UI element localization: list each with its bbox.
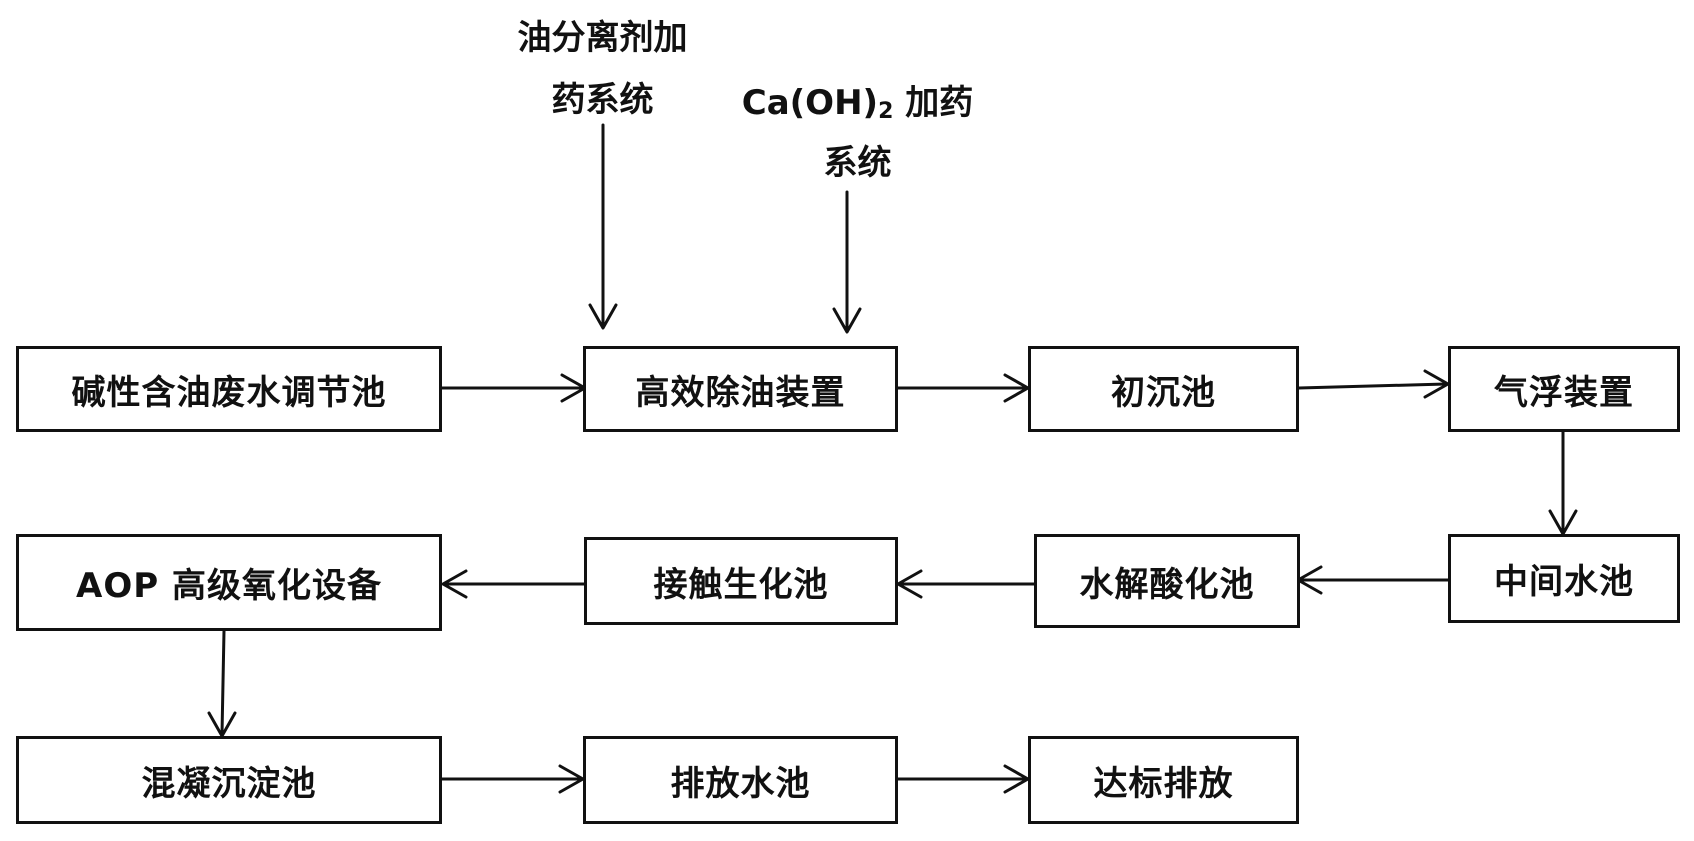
oil-separator-dosing-line2: 药系统 <box>551 80 654 120</box>
oil-separator-dosing-label-line2: 药系统 <box>490 72 715 121</box>
node-hydrolysis-acidification-tank: 水解酸化池 <box>1034 534 1300 628</box>
arrow-hydrolysis-to-contact-biochemical <box>896 569 1036 599</box>
node-contact-biochemical-tank: 接触生化池 <box>584 537 898 625</box>
arrow-intermediate-to-hydrolysis <box>1296 565 1450 595</box>
oil-separator-dosing-label: 油分离剂加 <box>490 10 715 59</box>
caoh2-dosing-label: Ca(OH)2 加药 <box>740 75 975 124</box>
node-coagulation-sedimentation-tank: 混凝沉淀池 <box>16 736 442 824</box>
caoh2-subscript: 2 <box>878 99 894 124</box>
caoh2-dosing-suffix: 加药 <box>893 83 974 123</box>
node-air-flotation-device: 气浮装置 <box>1448 346 1680 432</box>
node-air-flotation-device-label: 气浮装置 <box>1494 372 1634 413</box>
caoh2-dosing-label-line2: 系统 <box>740 135 975 184</box>
arrow-coagulation-to-discharge-tank <box>440 764 585 794</box>
node-coagulation-sedimentation-tank-label: 混凝沉淀池 <box>141 763 317 804</box>
arrow-caoh2-to-oil-removal <box>832 190 862 334</box>
node-compliant-discharge-label: 达标排放 <box>1093 763 1234 804</box>
node-hydrolysis-acidification-tank-label: 水解酸化池 <box>1079 564 1255 605</box>
node-primary-settling-tank-label: 初沉池 <box>1111 372 1216 413</box>
oil-separator-dosing-line1: 油分离剂加 <box>517 18 688 58</box>
arrow-contact-biochemical-to-aop <box>441 569 586 599</box>
node-aop-equipment-label: AOP 高级氧化设备 <box>76 566 382 606</box>
caoh2-formula: Ca(OH) <box>741 83 879 123</box>
node-equalization-tank: 碱性含油废水调节池 <box>16 346 442 432</box>
arrow-aop-to-coagulation <box>207 629 237 738</box>
node-intermediate-tank: 中间水池 <box>1448 534 1680 623</box>
arrow-oil-separator-to-oil-removal <box>588 123 618 330</box>
node-primary-settling-tank: 初沉池 <box>1028 346 1299 432</box>
arrow-primary-settling-to-air-flotation <box>1297 369 1450 399</box>
node-discharge-tank: 排放水池 <box>583 736 898 824</box>
arrow-equalization-to-oil-removal <box>440 373 587 403</box>
node-oil-removal-device-label: 高效除油装置 <box>635 372 846 413</box>
node-oil-removal-device: 高效除油装置 <box>583 346 898 432</box>
arrow-oil-removal-to-primary-settling <box>896 373 1030 403</box>
node-compliant-discharge: 达标排放 <box>1028 736 1299 824</box>
caoh2-dosing-line2: 系统 <box>823 143 892 183</box>
node-aop-equipment: AOP 高级氧化设备 <box>16 534 442 631</box>
arrow-air-flotation-to-intermediate <box>1548 430 1578 536</box>
node-contact-biochemical-tank-label: 接触生化池 <box>653 564 829 605</box>
node-intermediate-tank-label: 中间水池 <box>1494 562 1634 602</box>
node-equalization-tank-label: 碱性含油废水调节池 <box>71 372 387 413</box>
node-discharge-tank-label: 排放水池 <box>670 763 811 804</box>
arrow-discharge-tank-to-compliant-discharge <box>896 764 1030 794</box>
